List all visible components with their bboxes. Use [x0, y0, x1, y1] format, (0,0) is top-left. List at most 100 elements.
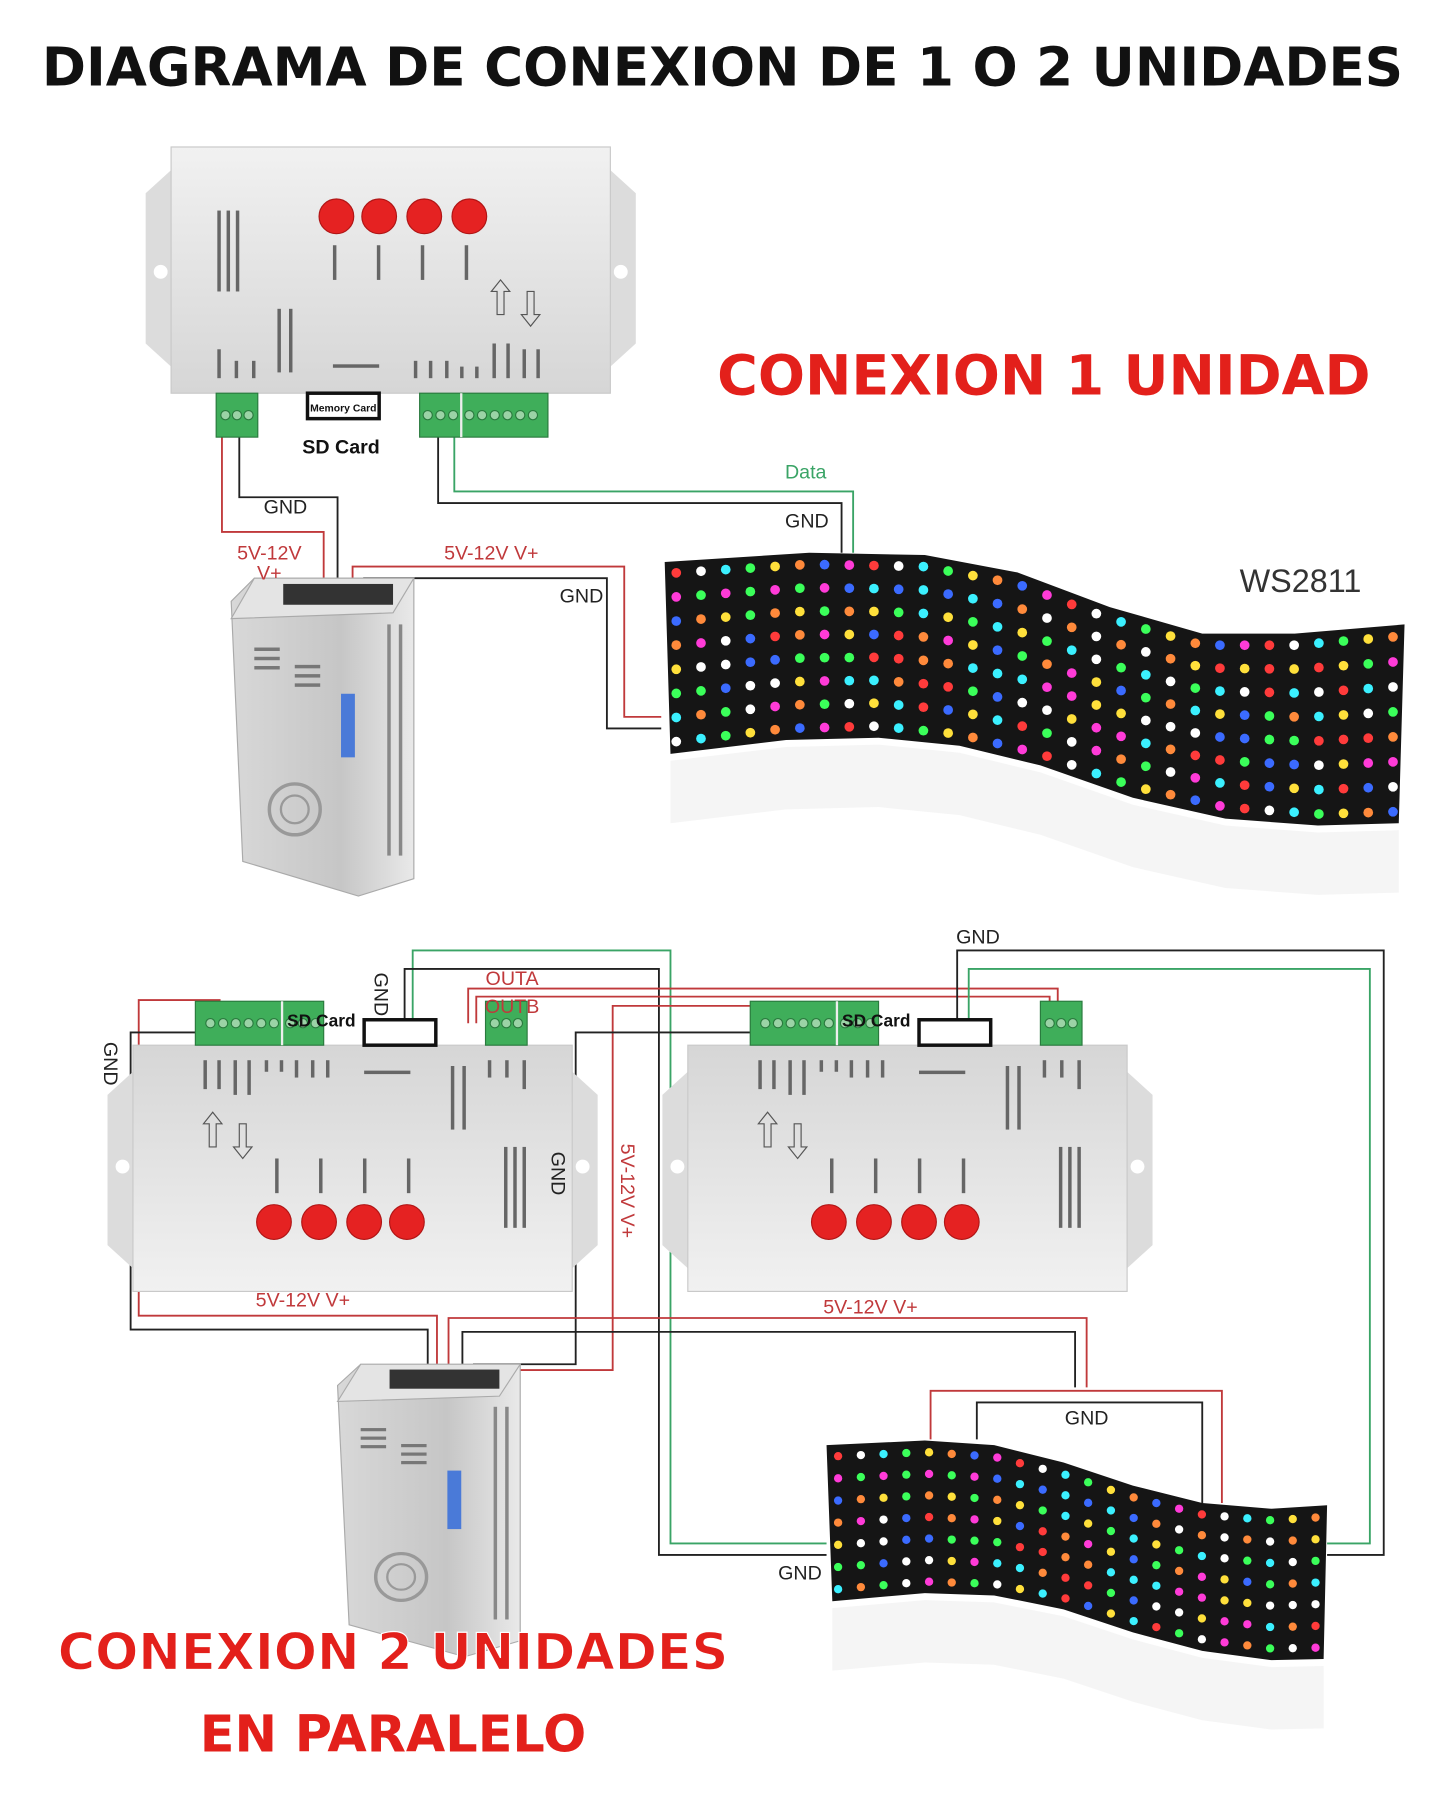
- led-pixel: [1083, 1519, 1093, 1528]
- wire-label-vplus: V+: [257, 562, 282, 584]
- led-pixel: [1042, 682, 1052, 693]
- led-pixel: [918, 702, 929, 713]
- led-pixel: [1042, 613, 1052, 623]
- led-pixel: [893, 653, 904, 664]
- led-pixel: [970, 1557, 979, 1567]
- ws2811-led-panel-1: [664, 552, 1405, 895]
- led-pixel: [1091, 768, 1102, 779]
- led-pixel: [794, 699, 805, 710]
- led-pixel: [924, 1448, 934, 1457]
- led-pixel: [924, 1556, 934, 1565]
- led-pixel: [696, 590, 706, 601]
- led-panel-reflection: [832, 1600, 1324, 1730]
- section1-heading: CONEXION 1 UNIDAD: [717, 344, 1371, 408]
- led-pixel: [1190, 660, 1201, 671]
- led-pixel: [924, 1577, 934, 1586]
- led-pixel: [1363, 782, 1374, 793]
- led-pixel: [1311, 1535, 1320, 1544]
- led-pixel: [1083, 1560, 1093, 1569]
- led-pixel: [745, 563, 756, 573]
- led-pixel: [970, 1579, 979, 1588]
- led-pixel: [1265, 1516, 1275, 1525]
- led-pixel: [1215, 640, 1225, 651]
- led-pixel: [794, 560, 805, 570]
- led-pixel: [1243, 1514, 1252, 1523]
- led-pixel: [770, 724, 780, 735]
- led-pixel: [1174, 1608, 1184, 1617]
- led-pixel: [1388, 732, 1398, 742]
- led-pixel: [1066, 645, 1077, 656]
- led-pixel: [1091, 631, 1102, 642]
- led-pixel: [902, 1557, 911, 1566]
- led-pixel: [1265, 1537, 1275, 1546]
- led-pixel: [943, 705, 954, 715]
- section2-heading-line1: CONEXION 2 UNIDADES: [58, 1622, 729, 1681]
- led-pixel: [1106, 1485, 1116, 1495]
- led-pixel: [856, 1472, 866, 1482]
- led-pixel: [970, 1472, 979, 1481]
- led-pixel: [993, 1537, 1002, 1547]
- led-pixel: [879, 1449, 888, 1459]
- led-pixel: [1264, 687, 1275, 698]
- led-pixel: [968, 570, 978, 581]
- led-pixel: [819, 722, 830, 733]
- led-pixel: [1015, 1459, 1025, 1468]
- led-pixel: [1264, 640, 1275, 651]
- led-pixel: [1220, 1575, 1229, 1584]
- led-pixel: [1388, 682, 1398, 692]
- led-pixel: [947, 1578, 956, 1587]
- led-pixel: [1152, 1622, 1161, 1632]
- led-pixel: [1152, 1581, 1161, 1590]
- t1000s-controller-1: Memory Card: [143, 145, 638, 439]
- led-pixel: [696, 614, 706, 624]
- led-pixel: [1061, 1511, 1070, 1521]
- wire-label-data: Data: [785, 462, 827, 484]
- led-pixel: [720, 635, 731, 646]
- led-pixel: [1265, 1644, 1275, 1653]
- led-pixel: [1243, 1598, 1252, 1608]
- led-pixel: [1197, 1593, 1207, 1602]
- led-pixel: [720, 564, 731, 575]
- led-pixel: [1338, 783, 1349, 794]
- led-pixel: [1042, 728, 1052, 739]
- led-pixel: [1129, 1575, 1138, 1584]
- led-pixel: [819, 676, 830, 686]
- wire-label-vplus-ctrl2: 5V-12V V+: [823, 1296, 917, 1318]
- led-pixel: [671, 736, 682, 747]
- led-pixel: [1220, 1638, 1229, 1647]
- led-pixel: [1289, 735, 1299, 746]
- led-pixel: [745, 657, 756, 668]
- led-pixel: [1363, 733, 1374, 744]
- led-pixel: [1140, 738, 1151, 749]
- led-pixel: [1289, 664, 1299, 674]
- led-pixel: [856, 1494, 866, 1504]
- t1000s-controller-3: [660, 999, 1155, 1294]
- led-pixel: [1140, 761, 1151, 772]
- led-pixel: [1289, 688, 1299, 698]
- led-pixel: [1388, 657, 1398, 667]
- led-pixel: [947, 1449, 956, 1459]
- led-pixel: [819, 559, 830, 570]
- led-pixel: [943, 635, 954, 646]
- led-pixel: [1314, 784, 1324, 795]
- led-pixel: [1066, 760, 1077, 770]
- led-pixel: [1243, 1556, 1252, 1565]
- led-pixel: [1015, 1521, 1025, 1531]
- wire-label-gnd-data: GND: [785, 510, 829, 532]
- led-pixel: [992, 575, 1003, 586]
- led-pixel: [1220, 1554, 1229, 1563]
- led-pixel: [794, 723, 805, 733]
- led-pixel: [794, 653, 805, 664]
- led-pixel: [1215, 801, 1225, 811]
- led-pixel: [1165, 721, 1176, 732]
- led-pixel: [1174, 1504, 1184, 1513]
- led-pixel: [879, 1559, 888, 1568]
- led-pixel: [943, 658, 954, 669]
- led-pixel: [893, 630, 904, 641]
- led-pixel: [819, 652, 830, 663]
- wire-label-gnd-top-left: GND: [370, 972, 392, 1016]
- led-pixel: [1243, 1641, 1252, 1650]
- led-pixel: [671, 664, 682, 675]
- led-pixel: [1197, 1614, 1207, 1623]
- led-pixel: [893, 677, 904, 687]
